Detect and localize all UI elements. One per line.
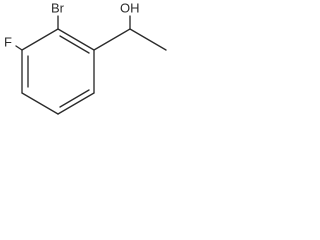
hydroxyl-label: OH [120, 0, 140, 15]
double-bond-c3-c4 [59, 89, 90, 108]
bromine-label: Br [51, 0, 65, 15]
double-bond-c1-c2 [59, 35, 90, 54]
molecule-structure: Br F OH [4, 0, 167, 115]
bond-carbinol-to-methyl [129, 28, 167, 51]
ring-bond-c4-c5 [21, 92, 59, 115]
ring-bond-c6-c1 [21, 28, 59, 51]
bond-ring-to-fluorine [15, 45, 23, 51]
fluorine-label: F [4, 34, 12, 49]
bond-ring-to-carbinol [93, 28, 131, 51]
ring-bond-c3-c4 [57, 92, 95, 115]
ring-bond-c1-c2 [57, 28, 95, 51]
